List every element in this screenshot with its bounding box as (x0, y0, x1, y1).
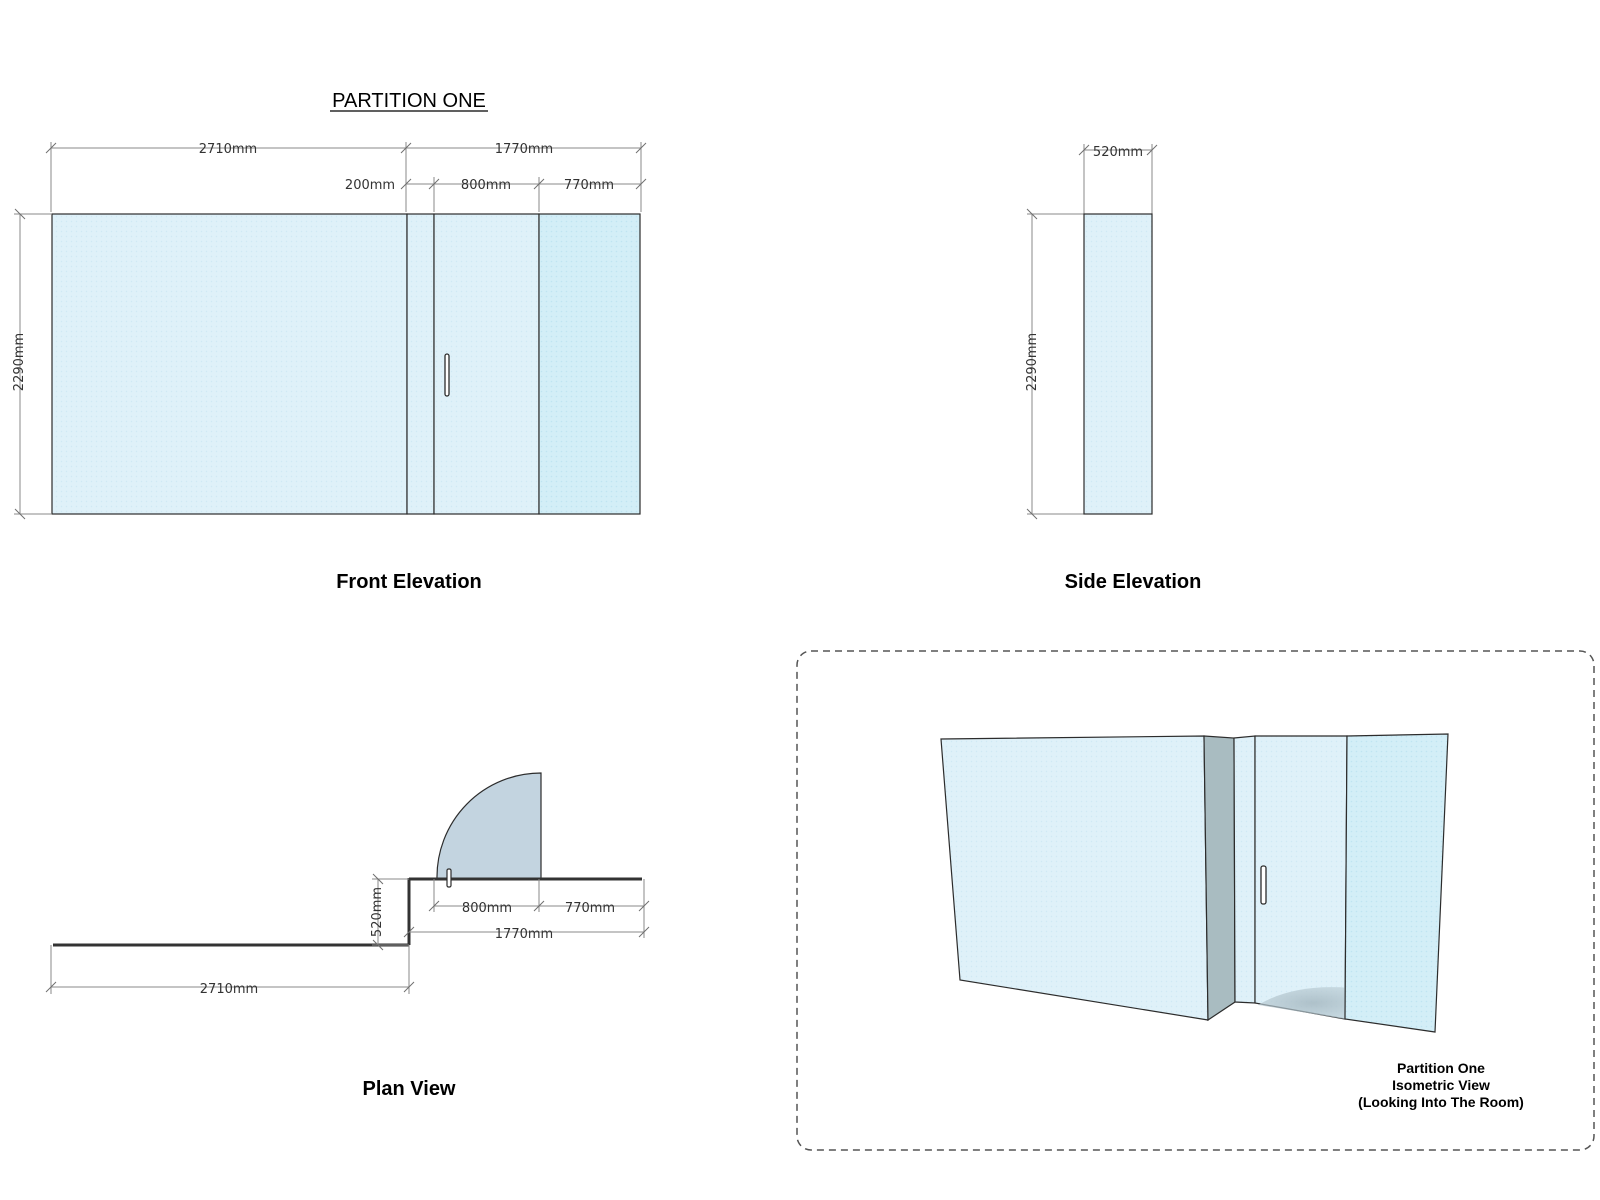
iso-door-handle-icon (1260, 865, 1267, 905)
isometric-frame (796, 650, 1595, 1151)
plan-view-label: Plan View (362, 1078, 455, 1100)
iso-caption-line-2: Isometric View (1392, 1077, 1490, 1093)
front-door-panel (433, 213, 540, 515)
iso-caption-line-3: (Looking Into The Room) (1358, 1094, 1524, 1110)
side-dim-height: 2290mm (1025, 333, 1040, 391)
iso-side-glass-panel (1344, 733, 1449, 1033)
front-dim-door: 800mm (461, 178, 511, 193)
front-side-glass-panel (538, 213, 641, 515)
front-elevation: 2710mm 1770mm 200mm 800mm 770mm 2290mm (12, 142, 647, 520)
plan-view: 520mm 800mm 770mm 1770mm 2710mm (45, 772, 650, 997)
front-dim-side-panel: 770mm (564, 178, 614, 193)
plan-handle-icon (446, 868, 452, 888)
side-elevation-label: Side Elevation (1065, 571, 1202, 593)
door-handle-icon (444, 353, 450, 397)
iso-return-column (1203, 735, 1236, 1022)
side-glass-panel (1083, 213, 1153, 515)
plan-dim-door: 800mm (462, 901, 512, 916)
plan-dim-left-panel: 2710mm (200, 982, 258, 997)
plan-dim-side-panel: 770mm (565, 901, 615, 916)
iso-left-glass-panel (940, 735, 1209, 1021)
plan-dim-depth: 520mm (370, 887, 385, 937)
plan-dim-door-section: 1770mm (495, 927, 553, 942)
side-dim-depth: 520mm (1093, 145, 1143, 160)
front-return-panel (406, 213, 435, 515)
iso-return-glass (1233, 735, 1256, 1004)
iso-door-swing-shadow (1258, 987, 1368, 1019)
iso-caption-line-1: Partition One (1397, 1060, 1485, 1076)
door-swing-arc (436, 772, 542, 880)
front-dim-door-section: 1770mm (495, 142, 553, 157)
front-dim-return: 200mm (345, 178, 395, 193)
iso-door-panel (1254, 735, 1348, 1020)
front-elevation-label: Front Elevation (336, 571, 482, 593)
front-left-glass-panel (51, 213, 408, 515)
sheet-title: PARTITION ONE (332, 90, 486, 112)
front-dim-height: 2290mm (12, 333, 27, 391)
isometric-view (940, 733, 1449, 1033)
front-dim-left-panel: 2710mm (199, 142, 257, 157)
side-elevation: 520mm 2290mm (1025, 144, 1158, 520)
